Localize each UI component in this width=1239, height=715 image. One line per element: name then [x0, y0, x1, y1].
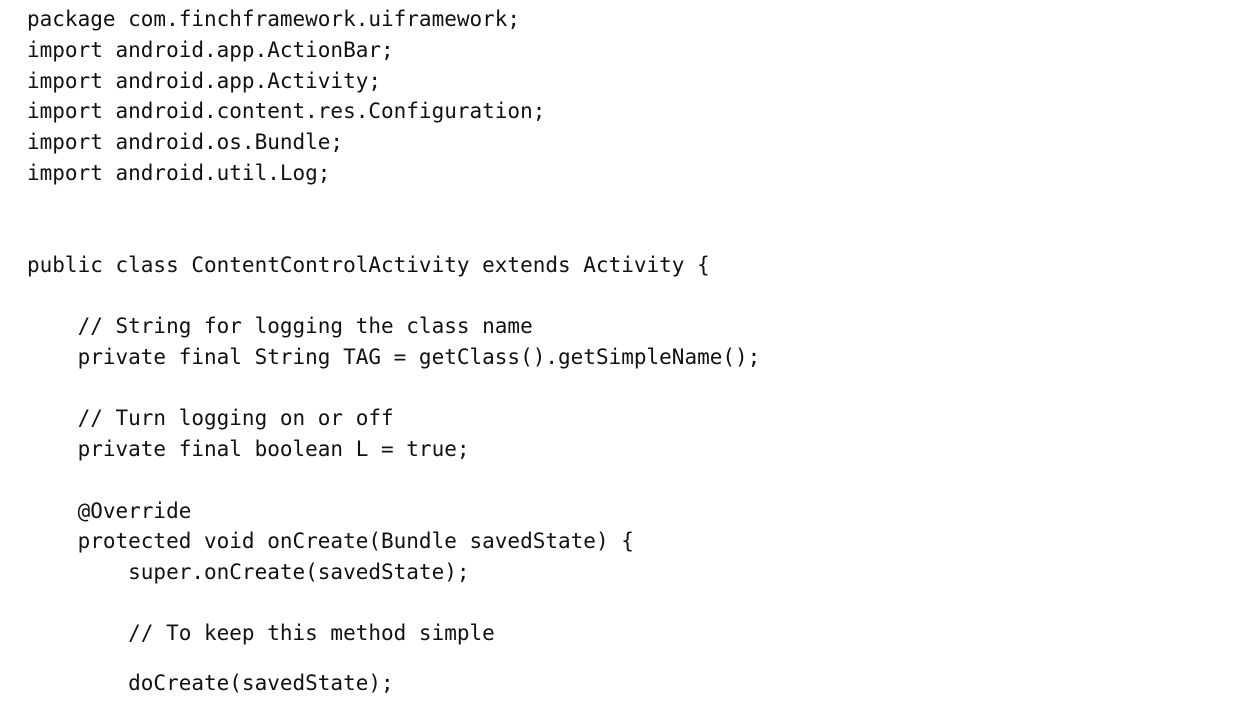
- code-line-field: private final String TAG = getClass().ge…: [27, 345, 761, 369]
- code-line-import: import android.app.ActionBar;: [27, 38, 394, 62]
- code-line-import: import android.content.res.Configuration…: [27, 99, 546, 123]
- code-line-comment: // To keep this method simple: [27, 621, 495, 645]
- code-line-comment: // String for logging the class name: [27, 314, 533, 338]
- code-line-method-decl: protected void onCreate(Bundle savedStat…: [27, 529, 634, 553]
- code-line-annotation: @Override: [27, 499, 192, 523]
- code-line-import: import android.os.Bundle;: [27, 130, 344, 154]
- code-line-statement: doCreate(savedState);: [27, 671, 394, 695]
- code-line-import: import android.app.Activity;: [27, 69, 382, 93]
- code-line-package: package com.finchframework.uiframework;: [27, 7, 521, 31]
- code-line-class-decl: public class ContentControlActivity exte…: [27, 253, 710, 277]
- code-line-statement: super.onCreate(savedState);: [27, 560, 470, 584]
- code-line-import: import android.util.Log;: [27, 161, 331, 185]
- code-line-comment: // Turn logging on or off: [27, 406, 394, 430]
- code-line-field: private final boolean L = true;: [27, 437, 470, 461]
